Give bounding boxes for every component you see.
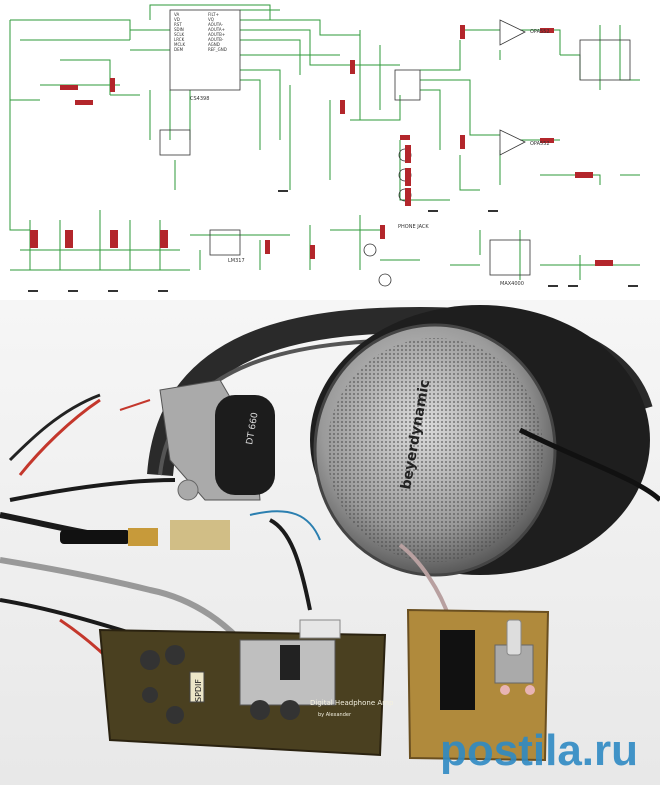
spdif-label: SPDIF [194,679,203,702]
opamp-top-label: OPA552 [530,29,550,35]
watermark: postila.ru [440,726,638,775]
dac-ic-label: CS4398 [190,96,209,102]
schematic-wires [9,4,640,280]
schematic-components [159,9,631,287]
pin-row: RST [174,22,182,27]
jack-label: PHONE JACK [398,224,429,230]
pin-row: VA [174,12,179,17]
opamp-bottom-label: OPA552 [530,141,550,147]
encoder-ic-label: MAX4000 [500,281,524,287]
main-pcb: SPDIF Digital Headphone Amp by Alexander [98,619,394,757]
pin-row: SDIN [174,27,184,32]
pin-row: VQ [208,17,214,22]
audio-jacks [60,479,230,550]
pin-row: REF_GND [208,47,227,52]
schematic-parts [30,25,613,266]
cables [0,393,660,682]
pin-row: AOUTB- [208,37,224,42]
regulator-ic-label: LM317 [228,258,245,264]
pin-row: AGND [208,42,220,47]
pcb-label: Digital Headphone Amp [310,699,394,707]
pin-row: SCLK [174,32,185,37]
photo: DT 660 beyerdynamic [0,300,660,785]
encoder-pcb [406,608,550,762]
pin-row: AOUTB+ [208,32,225,37]
pin-row: LRCK [174,37,185,42]
ground-symbols [28,190,638,292]
pcb-sublabel: by Alexander [318,712,352,718]
pin-row: AOUTA+ [208,27,225,32]
schematic-labels: CS4398 LM317 PHONE JACK OPA552 OPA552 MA… [174,12,550,287]
pin-row: VD [174,17,180,22]
pin-row: DEM [174,47,184,52]
circuit-schematic: CS4398 LM317 PHONE JACK OPA552 OPA552 MA… [0,0,660,300]
pin-row: AOUTA- [208,22,224,27]
headphones: DT 660 beyerdynamic [147,305,653,577]
pin-row: MCLK [174,42,185,47]
pin-row: FILT+ [208,12,219,17]
